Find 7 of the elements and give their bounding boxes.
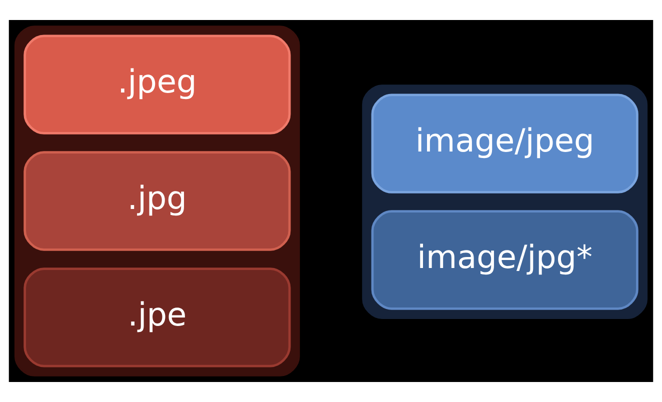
- cluster: [14, 26, 300, 376]
- node-box: .jpeg: [24, 34, 291, 134]
- node-box: image/jpeg: [371, 94, 638, 194]
- node-box: image/jpg*: [371, 210, 638, 310]
- node-box: .jpe: [24, 268, 291, 368]
- cluster: [362, 84, 648, 319]
- node-box: .jpg: [24, 151, 291, 251]
